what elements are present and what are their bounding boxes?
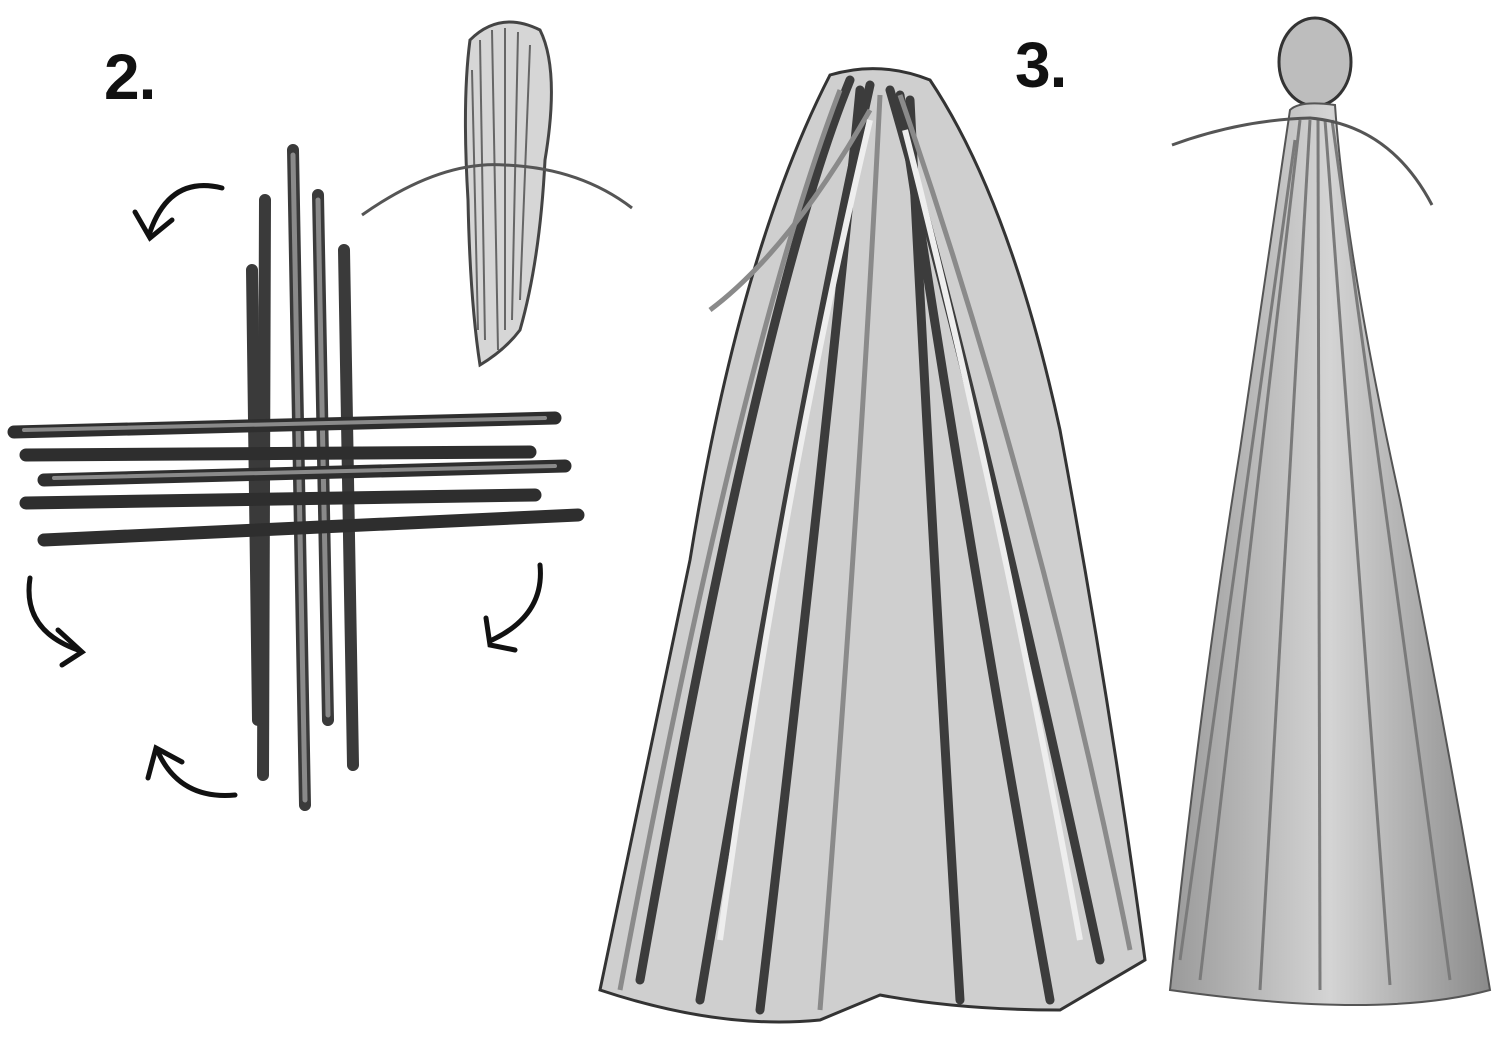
rotate-arrow-icon xyxy=(29,578,82,665)
rotate-arrow-icon xyxy=(148,748,235,795)
rotate-arrow-icon xyxy=(486,565,540,650)
folded-straw-bundle xyxy=(600,69,1145,1022)
tied-straw-doll xyxy=(1170,18,1490,1005)
tied-head-bundle-small xyxy=(362,22,632,365)
rotate-arrow-icon xyxy=(135,186,222,238)
doll-head xyxy=(1279,18,1351,106)
